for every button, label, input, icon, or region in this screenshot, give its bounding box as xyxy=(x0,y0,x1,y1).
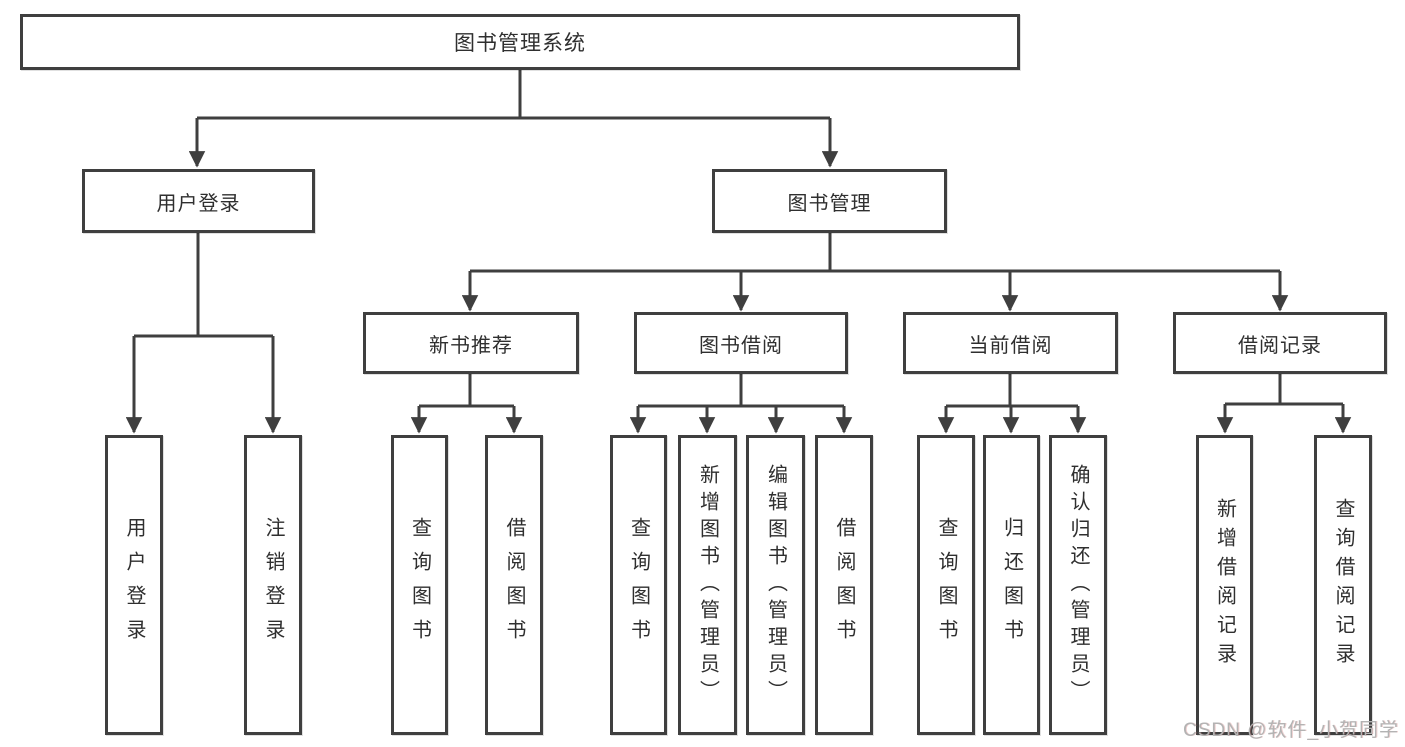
node-root: 图书管理系统 xyxy=(20,14,1020,70)
leaf-bb-borrow-books: 借阅图书 xyxy=(815,435,873,735)
csdn-watermark: CSDN @软件_小贺同学 xyxy=(1183,720,1399,741)
leaf-bb-add-books-admin-label: 新增图书（管理员） xyxy=(696,463,719,707)
leaf-nb-query-books-label: 查询图书 xyxy=(408,517,431,653)
leaf-br-add-record: 新增借阅记录 xyxy=(1196,435,1253,735)
node-user-login: 用户登录 xyxy=(82,169,315,233)
node-book-borrow: 图书借阅 xyxy=(634,312,848,374)
leaf-nb-borrow-books: 借阅图书 xyxy=(485,435,543,735)
leaf-nb-borrow-books-label: 借阅图书 xyxy=(503,517,525,653)
leaf-cb-confirm-return-admin-label: 确认归还（管理员） xyxy=(1067,463,1089,707)
leaf-br-add-record-label: 新增借阅记录 xyxy=(1213,498,1236,672)
leaf-nb-query-books: 查询图书 xyxy=(391,435,448,735)
node-borrow-record-label: 借阅记录 xyxy=(1238,334,1322,357)
leaf-bb-edit-books-admin: 编辑图书（管理员） xyxy=(746,435,805,735)
node-root-label: 图书管理系统 xyxy=(454,32,586,55)
leaf-bb-query-books: 查询图书 xyxy=(610,435,667,735)
leaf-bb-edit-books-admin-label: 编辑图书（管理员） xyxy=(764,463,787,707)
leaf-user-login: 用户登录 xyxy=(105,435,163,735)
leaf-user-login-label: 用户登录 xyxy=(123,517,145,653)
node-book-management-label: 图书管理 xyxy=(787,192,872,215)
leaf-bb-borrow-books-label: 借阅图书 xyxy=(833,517,855,653)
node-book-management: 图书管理 xyxy=(712,169,947,233)
leaf-cb-query-books-label: 查询图书 xyxy=(935,517,957,653)
leaf-cb-confirm-return-admin: 确认归还（管理员） xyxy=(1049,435,1107,735)
node-book-borrow-label: 图书借阅 xyxy=(699,334,783,357)
leaf-bb-add-books-admin: 新增图书（管理员） xyxy=(678,435,737,735)
node-new-book-recommend: 新书推荐 xyxy=(363,312,579,374)
leaf-br-query-record: 查询借阅记录 xyxy=(1314,435,1372,735)
node-new-book-recommend-label: 新书推荐 xyxy=(429,334,513,357)
leaf-cb-return-books-label: 归还图书 xyxy=(1000,517,1023,653)
leaf-logout: 注销登录 xyxy=(244,435,302,735)
leaf-cb-query-books: 查询图书 xyxy=(917,435,975,735)
leaf-logout-label: 注销登录 xyxy=(262,517,284,653)
leaf-bb-query-books-label: 查询图书 xyxy=(627,517,650,653)
leaf-br-query-record-label: 查询借阅记录 xyxy=(1332,498,1354,672)
node-current-borrow: 当前借阅 xyxy=(903,312,1118,374)
node-current-borrow-label: 当前借阅 xyxy=(968,334,1053,357)
leaf-cb-return-books: 归还图书 xyxy=(983,435,1040,735)
node-user-login-label: 用户登录 xyxy=(156,192,241,215)
node-borrow-record: 借阅记录 xyxy=(1173,312,1387,374)
